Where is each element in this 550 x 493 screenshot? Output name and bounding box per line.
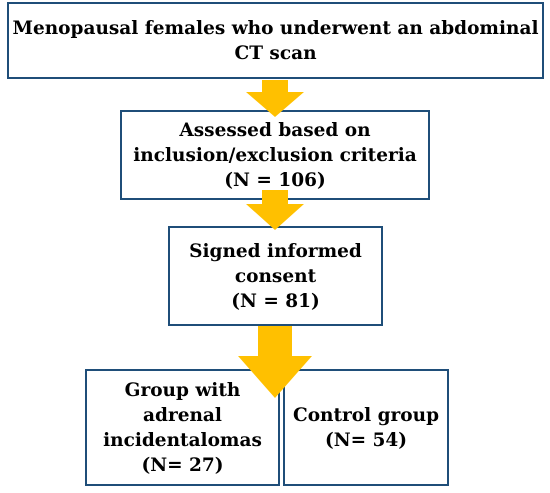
arrow-down-2-icon — [246, 190, 304, 230]
step-ct-scan-box: Menopausal females who underwent an abdo… — [7, 2, 544, 79]
group-control-line1: Control group — [292, 404, 440, 426]
step-assessed-line1: Assessed based on — [179, 119, 371, 141]
step-consent-box: Signed informed consent (N = 81) — [168, 226, 383, 326]
group-control-box: Control group (N= 54) — [283, 369, 449, 486]
step-assessed-count: (N = 106) — [224, 169, 326, 191]
arrow-down-3-icon — [238, 326, 312, 398]
group-adrenal-count: (N= 27) — [141, 454, 224, 476]
step-ct-scan-line2: CT scan — [234, 42, 317, 64]
step-consent-line2: consent — [234, 265, 317, 287]
step-assessed-box: Assessed based on inclusion/exclusion cr… — [120, 110, 430, 200]
step-assessed-line2: inclusion/exclusion criteria — [133, 144, 417, 166]
group-adrenal-line3: incidentalomas — [103, 429, 262, 451]
step-ct-scan-line1: Menopausal females who underwent an abdo… — [12, 17, 539, 39]
step-consent-count: (N = 81) — [231, 290, 320, 312]
step-consent-line1: Signed informed — [189, 240, 362, 262]
group-control-count: (N= 54) — [324, 429, 408, 451]
group-adrenal-box: Group with adrenal incidentalomas (N= 27… — [85, 369, 280, 486]
group-adrenal-line1: Group with — [124, 379, 241, 401]
group-adrenal-line2: adrenal — [143, 404, 222, 426]
arrow-down-1-icon — [246, 80, 304, 117]
